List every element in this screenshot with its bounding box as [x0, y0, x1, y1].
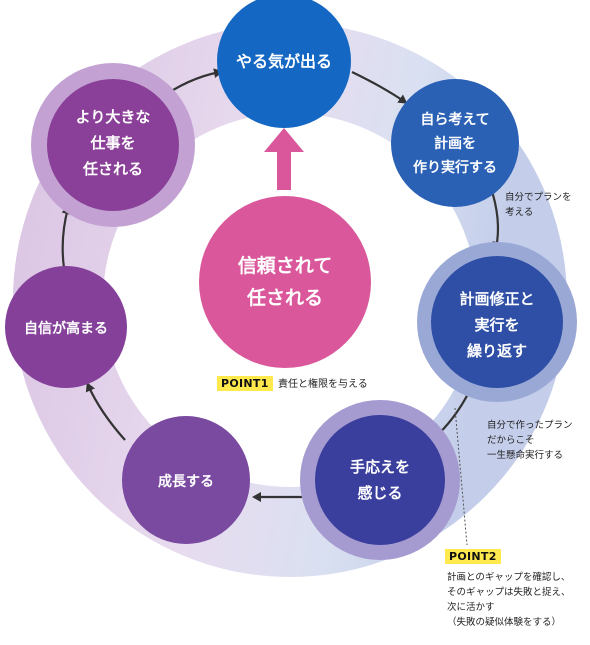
- node-motivation-label: やる気が出る: [236, 52, 332, 71]
- node-bigger-work-label-2: 仕事を: [89, 134, 135, 152]
- arrow-n1-n2: [351, 71, 408, 104]
- node-bigger-work: [47, 79, 179, 211]
- point2-badge: POINT2: [445, 549, 501, 564]
- point2-line-3: 次に活かす: [447, 602, 495, 613]
- node-revise-repeat-label-2: 実行を: [474, 316, 519, 334]
- node-revise-repeat: [431, 256, 563, 388]
- node-plan-execute-label-3: 作り実行する: [413, 159, 497, 176]
- point2-text: 計画とのギャップを確認し、 そのギャップは失敗と捉え、 次に活かす （失敗の疑似…: [447, 570, 571, 630]
- node-feel-response-label-2: 感じる: [357, 484, 402, 502]
- node-plan-execute-label-2: 計画を: [434, 135, 476, 152]
- center-circle: [199, 196, 371, 368]
- node-feel-response: [315, 415, 445, 545]
- node-confidence: [5, 266, 127, 388]
- center-label-2: 任される: [246, 286, 323, 309]
- node-bigger-work-label-1: より大きな: [76, 108, 151, 126]
- note-plan-self-line-1: 自分でプランを: [505, 192, 572, 203]
- note-plan-own-line-2: だからこそ: [487, 435, 535, 446]
- node-growth-label: 成長する: [158, 473, 214, 490]
- note-plan-own-line-3: 一生懸命実行する: [487, 450, 564, 461]
- node-growth: [122, 416, 250, 544]
- note-plan-self-line-2: 考える: [505, 207, 534, 218]
- center-label-1: 信頼されて: [238, 254, 332, 277]
- point2-line-2: そのギャップは失敗と捉え、: [447, 587, 571, 598]
- node-plan-execute: [391, 79, 519, 207]
- node-revise-repeat-label-3: 繰り返す: [467, 342, 527, 360]
- point2-leader-line: [454, 407, 468, 546]
- point1-badge: POINT1: [217, 376, 273, 391]
- node-plan-execute-label-1: 自ら考えて: [420, 111, 489, 128]
- point1-text: 責任と権限を与える: [278, 379, 368, 390]
- node-confidence-label: 自信が高まる: [24, 320, 108, 337]
- node-revise-repeat-label-1: 計画修正と: [459, 290, 534, 308]
- note-plan-self: 自分でプランを 考える: [505, 190, 572, 220]
- point2-line-4: （失敗の疑似体験をする）: [447, 617, 562, 628]
- arrow-n5-n6: [85, 382, 126, 441]
- note-plan-own-line-1: 自分で作ったプラン: [487, 420, 573, 431]
- node-feel-response-label-1: 手応えを: [350, 458, 410, 476]
- node-motivation: [217, 0, 351, 128]
- note-plan-own: 自分で作ったプラン だからこそ 一生懸命実行する: [487, 418, 573, 463]
- center-up-arrow: [264, 128, 304, 190]
- node-bigger-work-label-3: 任される: [82, 160, 143, 178]
- point2-line-1: 計画とのギャップを確認し、: [447, 572, 571, 583]
- arrow-n6-n7: [61, 205, 72, 269]
